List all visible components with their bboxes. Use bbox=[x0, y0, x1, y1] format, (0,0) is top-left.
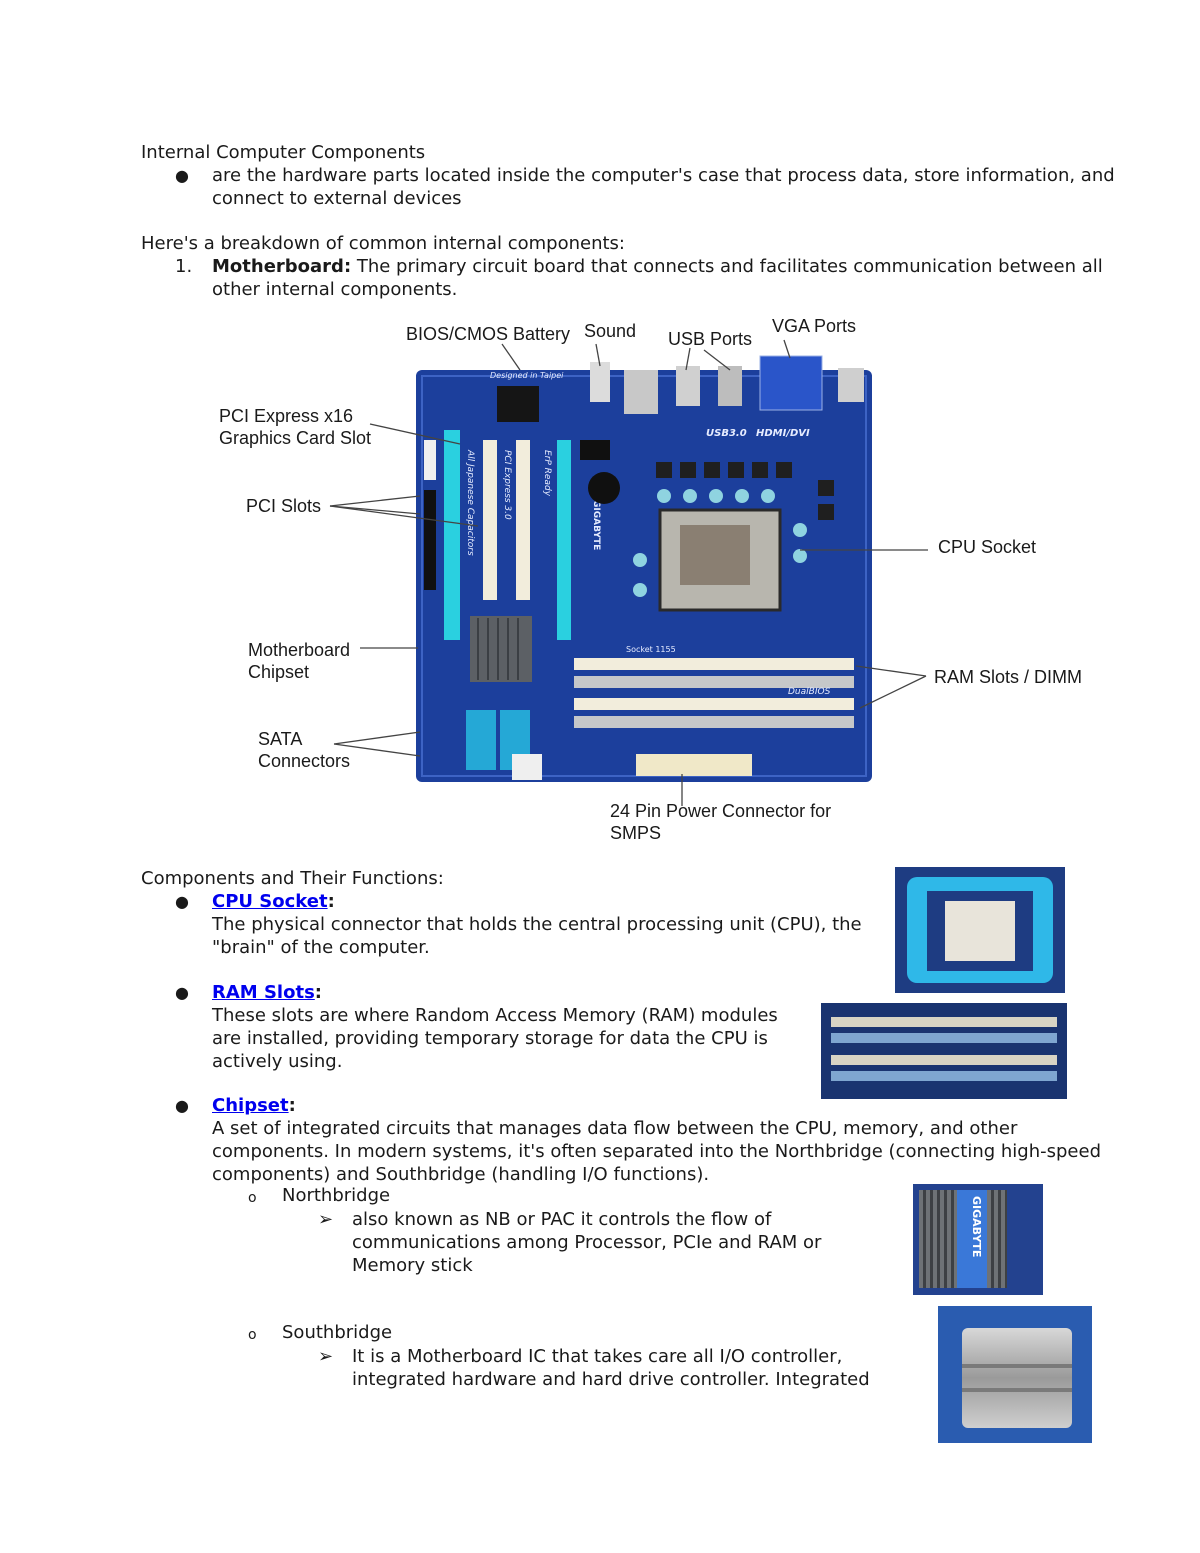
ram-desc-line-1: These slots are where Random Access Memo… bbox=[212, 1005, 778, 1026]
power-connector-24pin bbox=[636, 754, 752, 776]
northbridge-brand-print: GIGABYTE bbox=[970, 1196, 983, 1258]
label-vga-ports: VGA Ports bbox=[772, 316, 857, 336]
board-print-erp: ErP Ready bbox=[542, 450, 552, 497]
left-connector bbox=[424, 440, 436, 480]
bullet-dot: ● bbox=[175, 892, 189, 911]
motherboard-desc: The primary circuit board that connects … bbox=[351, 256, 1103, 277]
arrow-bullet: ➢ bbox=[318, 1346, 334, 1367]
chipset-link[interactable]: Chipset bbox=[212, 1095, 289, 1116]
southbridge-line-1: It is a Motherboard IC that takes care a… bbox=[352, 1346, 843, 1367]
usb-port bbox=[676, 366, 700, 406]
chipset-colon: : bbox=[288, 1095, 296, 1116]
ram-colon: : bbox=[314, 982, 322, 1003]
chipset-desc-line-2: components. In modern systems, it's ofte… bbox=[212, 1141, 1101, 1162]
label-power-line-2: SMPS bbox=[610, 823, 662, 843]
lan-port bbox=[624, 370, 658, 414]
page-title: Internal Computer Components bbox=[141, 142, 426, 163]
pci-slot-2 bbox=[516, 440, 530, 600]
ram-slots-link[interactable]: RAM Slots bbox=[212, 982, 315, 1003]
chipset-heatsink bbox=[470, 616, 532, 682]
chipset-term-line: Chipset: bbox=[212, 1094, 296, 1117]
southbridge-line-2: integrated hardware and hard drive contr… bbox=[352, 1369, 870, 1390]
cpu-colon: : bbox=[327, 891, 335, 912]
ram-slot-2 bbox=[574, 676, 854, 688]
ram-desc-line-2: are installed, providing temporary stora… bbox=[212, 1028, 768, 1049]
board-print-socket: Socket 1155 bbox=[626, 645, 676, 654]
cpu-socket-photo bbox=[895, 867, 1065, 993]
northbridge-line-3: Memory stick bbox=[352, 1255, 473, 1276]
label-sata-line-2: Connectors bbox=[258, 751, 351, 771]
motherboard-term: Motherboard: bbox=[212, 256, 352, 277]
northbridge-title: Northbridge bbox=[282, 1185, 391, 1206]
southbridge-title: Southbridge bbox=[282, 1322, 393, 1343]
breakdown-intro: Here's a breakdown of common internal co… bbox=[141, 233, 625, 254]
ram-desc-line-3: actively using. bbox=[212, 1051, 343, 1072]
ram-slot-3 bbox=[574, 698, 854, 710]
label-bios-battery: BIOS/CMOS Battery bbox=[406, 324, 571, 344]
cpu-desc-line-1: The physical connector that holds the ce… bbox=[212, 914, 862, 935]
board-print-brand: GIGABYTE bbox=[591, 500, 601, 550]
bullet-dot: ● bbox=[175, 166, 189, 185]
board-print-caps: All Japanese Capacitors bbox=[465, 449, 475, 556]
bios-chip bbox=[497, 386, 539, 422]
board-print-dualbios: DualBIOS bbox=[788, 687, 831, 697]
sata-ports-1 bbox=[466, 710, 496, 770]
northbridge-photo: GIGABYTE bbox=[913, 1184, 1043, 1295]
bullet-dot: ● bbox=[175, 1096, 189, 1115]
southbridge-photo bbox=[938, 1306, 1092, 1443]
northbridge-line-1: also known as NB or PAC it controls the … bbox=[352, 1209, 772, 1230]
intro-line-1: are the hardware parts located inside th… bbox=[212, 165, 1115, 186]
label-sound: Sound bbox=[584, 321, 637, 341]
label-pci-slots: PCI Slots bbox=[246, 496, 322, 516]
cpu-term-line: CPU Socket: bbox=[212, 890, 335, 913]
label-pcie-line-1: PCI Express x16 bbox=[219, 406, 354, 426]
label-pcie-line-2: Graphics Card Slot bbox=[219, 428, 372, 448]
arrow-bullet: ➢ bbox=[318, 1209, 334, 1230]
motherboard-diagram: Designed in Taipei USB3.0 HDMI/DVI All J… bbox=[329, 339, 928, 806]
label-sata-line-1: SATA bbox=[258, 729, 303, 749]
sub-bullet-circle: o bbox=[248, 1190, 257, 1206]
northbridge-line-2: communications among Processor, PCIe and… bbox=[352, 1232, 822, 1253]
pcie-slot-1 bbox=[444, 430, 460, 640]
vga-port bbox=[759, 355, 823, 411]
ram-slot-1 bbox=[574, 658, 854, 670]
fan-header bbox=[580, 440, 610, 460]
pci-slot-1 bbox=[483, 440, 497, 600]
functions-title: Components and Their Functions: bbox=[141, 868, 444, 889]
label-ram-slots: RAM Slots / DIMM bbox=[934, 667, 1083, 687]
chipset-desc-line-1: A set of integrated circuits that manage… bbox=[212, 1118, 1018, 1139]
ram-slots-photo bbox=[821, 1003, 1067, 1099]
board-print-usb: USB3.0 bbox=[706, 428, 747, 439]
board-print-top: Designed in Taipei bbox=[490, 371, 564, 380]
label-power-line-1: 24 Pin Power Connector for bbox=[610, 801, 832, 821]
cpu-desc-line-2: "brain" of the computer. bbox=[212, 937, 430, 958]
label-cpu-socket: CPU Socket bbox=[938, 537, 1037, 557]
ps2-header bbox=[588, 472, 620, 504]
ram-slot-4 bbox=[574, 716, 854, 728]
cpu-socket-link[interactable]: CPU Socket bbox=[212, 891, 328, 912]
audio-jack bbox=[590, 362, 610, 402]
ps2-port bbox=[838, 368, 864, 402]
item-number: 1. bbox=[175, 256, 193, 277]
label-chipset-line-2: Chipset bbox=[248, 662, 310, 682]
sub-bullet-circle: o bbox=[248, 1327, 257, 1343]
chipset-desc-line-3: components) and Southbridge (handling I/… bbox=[212, 1164, 710, 1185]
label-chipset-line-1: Motherboard bbox=[248, 640, 351, 660]
bullet-dot: ● bbox=[175, 983, 189, 1002]
front-power-header bbox=[512, 754, 542, 780]
pcie-slot-2 bbox=[557, 440, 571, 640]
cpu-socket-pins bbox=[680, 525, 750, 585]
motherboard-item-line-1: Motherboard: The primary circuit board t… bbox=[212, 255, 1103, 278]
hdmi-port bbox=[718, 366, 742, 406]
ram-term-line: RAM Slots: bbox=[212, 981, 322, 1004]
left-header bbox=[424, 490, 436, 590]
motherboard-item-line-2: other internal components. bbox=[212, 279, 458, 300]
label-usb-ports: USB Ports bbox=[668, 329, 753, 349]
board-print-hdmi: HDMI/DVI bbox=[756, 428, 810, 439]
board-print-pcie: PCI Express 3.0 bbox=[502, 450, 512, 520]
intro-line-2: connect to external devices bbox=[212, 188, 462, 209]
